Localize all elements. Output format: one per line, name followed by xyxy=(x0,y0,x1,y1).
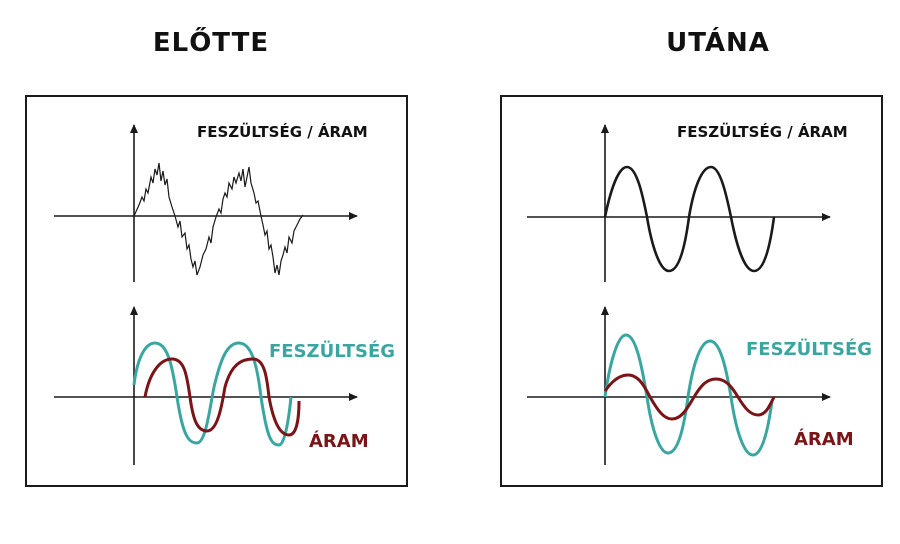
after-panel: FESZÜLTSÉG / ÁRAM FESZÜLTSÉG ÁRAM xyxy=(500,95,883,487)
before-title: ELŐTTE xyxy=(152,28,270,58)
before-panel: FESZÜLTSÉG / ÁRAM FESZÜLTSÉG ÁRAM xyxy=(25,95,408,487)
voltage-waveform xyxy=(132,341,293,447)
voltage-label: FESZÜLTSÉG xyxy=(269,340,395,362)
after-title: UTÁNA xyxy=(666,28,770,58)
before-diagram: FESZÜLTSÉG / ÁRAM FESZÜLTSÉG ÁRAM xyxy=(54,122,395,465)
voltage-waveform xyxy=(603,333,774,457)
after-diagram: FESZÜLTSÉG / ÁRAM FESZÜLTSÉG ÁRAM xyxy=(527,122,872,465)
current-label: ÁRAM xyxy=(309,430,369,452)
current-waveform xyxy=(143,357,301,437)
top-graph-label: FESZÜLTSÉG / ÁRAM xyxy=(677,122,848,141)
top-graph-label: FESZÜLTSÉG / ÁRAM xyxy=(197,122,368,141)
voltage-label: FESZÜLTSÉG xyxy=(746,338,872,360)
current-waveform xyxy=(603,373,776,421)
distorted-waveform xyxy=(133,162,304,276)
clean-waveform xyxy=(603,165,776,273)
current-label: ÁRAM xyxy=(794,428,854,450)
